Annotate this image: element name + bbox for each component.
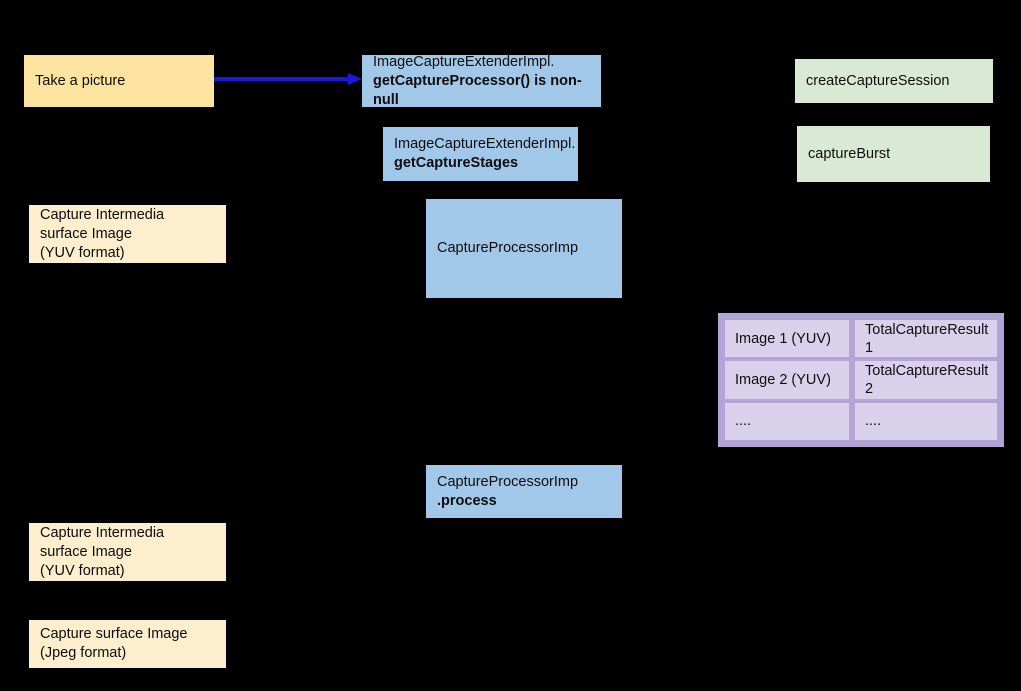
table-cell-image[interactable]: Image 1 (YUV) — [725, 320, 849, 358]
node-label-line-1: Capture surface Image — [40, 626, 188, 642]
node-label: Take a picture — [35, 72, 126, 89]
arrow-take-picture-to-get-capture-processor — [214, 73, 362, 85]
node-label: captureBurst — [808, 145, 891, 162]
node-label: CaptureProcessorImp — [437, 240, 579, 256]
node-capture-processor-imp[interactable]: CaptureProcessorImp — [426, 199, 622, 298]
table-cell-result[interactable]: TotalCaptureResult 1 — [855, 320, 997, 358]
node-label-line-2: getCaptureProcessor() is non-null — [373, 72, 582, 108]
node-create-capture-session[interactable]: createCaptureSession — [795, 59, 993, 103]
node-take-a-picture[interactable]: Take a picture — [24, 55, 214, 107]
table-cell-image[interactable]: Image 2 (YUV) — [725, 361, 849, 399]
node-label-line-3: (YUV format) — [40, 244, 125, 261]
node-label-line-1: Capture Intermedia — [40, 206, 165, 223]
node-label-line-1: ImageCaptureExtenderImpl. — [373, 53, 555, 70]
capture-result-table: Image 1 (YUV) TotalCaptureResult 1 Image… — [718, 313, 1004, 447]
node-capture-burst[interactable]: captureBurst — [797, 126, 990, 182]
table-cell-image[interactable]: .... — [725, 402, 849, 440]
node-label-line-1: CaptureProcessorImp — [437, 473, 579, 490]
node-label-line-1: Capture Intermedia — [40, 524, 165, 541]
node-label-line-3: (YUV format) — [40, 562, 125, 579]
node-label-line-1: ImageCaptureExtenderImpl. — [394, 136, 576, 152]
node-get-capture-processor[interactable]: ImageCaptureExtenderImpl. getCaptureProc… — [362, 53, 601, 108]
table-row: .... .... — [725, 402, 997, 440]
table-row: Image 1 (YUV) TotalCaptureResult 1 — [725, 320, 997, 358]
table-cell-result[interactable]: TotalCaptureResult 2 — [855, 361, 997, 399]
node-label-line-2: surface Image — [40, 543, 132, 560]
node-get-capture-stages[interactable]: ImageCaptureExtenderImpl. getCaptureStag… — [383, 127, 578, 181]
node-label-line-2: (Jpeg format) — [40, 645, 127, 661]
node-capture-intermediate-yuv-surface-lower[interactable]: Capture Intermedia surface Image (YUV fo… — [29, 523, 226, 581]
node-label-line-2: getCaptureStages — [394, 155, 519, 171]
node-capture-intermediate-yuv-surface-upper[interactable]: Capture Intermedia surface Image (YUV fo… — [29, 205, 226, 263]
node-capture-jpeg-surface[interactable]: Capture surface Image (Jpeg format) — [29, 620, 226, 668]
table-cell-result[interactable]: .... — [855, 402, 997, 440]
node-label: createCaptureSession — [806, 72, 950, 89]
node-label-line-2: surface Image — [40, 225, 132, 242]
table-row: Image 2 (YUV) TotalCaptureResult 2 — [725, 361, 997, 399]
node-capture-processor-imp-process[interactable]: CaptureProcessorImp .process — [426, 465, 622, 518]
node-label-line-2: .process — [437, 492, 497, 509]
